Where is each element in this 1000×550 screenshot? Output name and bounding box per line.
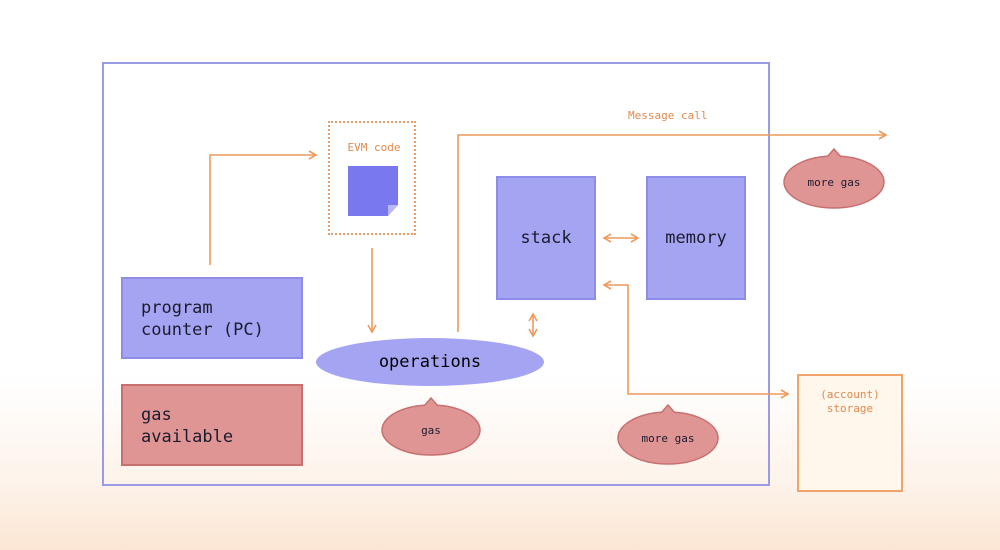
more-gas-storage-label: more gas [641, 432, 695, 445]
message-call-arrow [457, 130, 888, 332]
pc-to-evm-arrow [209, 150, 318, 265]
gas-bubble-shape [381, 396, 481, 456]
gas-available-label: gas available [141, 405, 234, 447]
program-counter-box: program counter (PC) [121, 277, 303, 359]
stack-storage-arrow [602, 280, 790, 399]
storage-box: (account) storage [797, 374, 903, 492]
more-gas-message-label: more gas [807, 176, 861, 189]
evm-frame [102, 62, 770, 486]
operations-ellipse: operations [316, 338, 544, 386]
more-gas-message-bubble-shape [783, 147, 885, 209]
gas-bubble-label: gas [421, 424, 441, 437]
memory-box: memory [646, 176, 746, 300]
gas-available-box: gas available [121, 384, 303, 466]
stack-box: stack [496, 176, 596, 300]
evm-code-box: EVM code [328, 121, 416, 235]
program-counter-label: program counter (PC) [141, 298, 264, 340]
stack-label: stack [520, 228, 572, 248]
storage-label: (account) storage [820, 388, 880, 415]
memory-label: memory [665, 228, 727, 248]
evm-code-label: EVM code [347, 141, 401, 154]
document-icon [348, 166, 398, 216]
more-gas-storage-bubble-shape [617, 403, 719, 465]
message-call-label: Message call [628, 109, 708, 122]
operations-label: operations [378, 352, 482, 372]
